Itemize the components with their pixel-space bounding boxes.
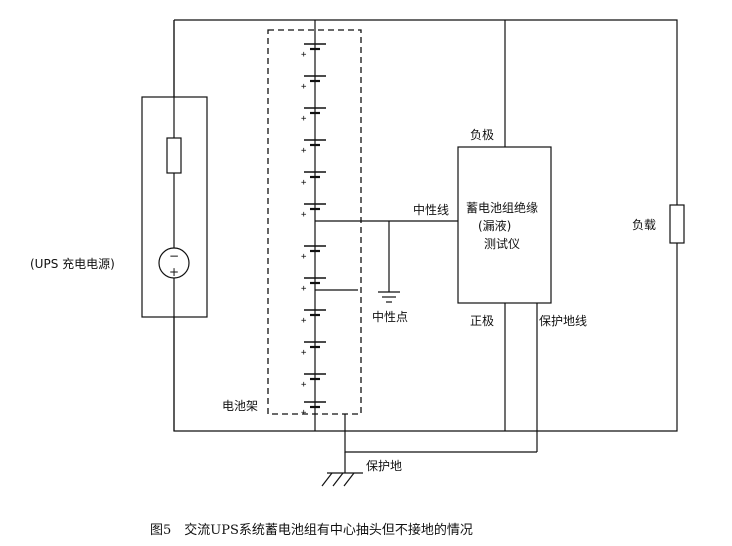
tester-label-3: 测试仪 bbox=[484, 236, 520, 251]
load-label: 负载 bbox=[632, 218, 656, 232]
ups-label: (UPS 充电电源) bbox=[30, 256, 115, 271]
battery-cell-plus-mark: + bbox=[301, 210, 307, 220]
source-plus: + bbox=[169, 265, 179, 279]
neutral-ground-icon bbox=[378, 291, 400, 303]
ups-resistor bbox=[166, 137, 182, 174]
top-wire bbox=[173, 19, 678, 432]
battery-cell-plus-mark: + bbox=[301, 82, 307, 92]
battery-cell-plus-mark: + bbox=[301, 408, 307, 418]
pos-pole-label: 正极 bbox=[470, 314, 494, 328]
load-resistor bbox=[669, 204, 685, 244]
battery-cell-plus-mark: + bbox=[301, 380, 307, 390]
protect-ground-wire bbox=[344, 414, 537, 453]
battery-cell-plus-mark: + bbox=[301, 50, 307, 60]
battery-cell-plus-mark: + bbox=[301, 146, 307, 156]
battery-cell-plus-mark: + bbox=[301, 316, 307, 326]
protect-ground-line-label: 保护地线 bbox=[539, 314, 587, 328]
tester-label-2: (漏液) bbox=[478, 218, 511, 233]
neutral-point-label: 中性点 bbox=[372, 309, 408, 324]
protect-ground-icon bbox=[321, 472, 363, 487]
battery-cell-plus-mark: + bbox=[301, 252, 307, 262]
battery-cells: + + + + + + + + + + + + bbox=[301, 43, 326, 418]
tester-box bbox=[457, 146, 552, 304]
battery-cell-plus-mark: + bbox=[301, 348, 307, 358]
battery-cell-plus-mark: + bbox=[301, 114, 307, 124]
rack-label: 电池架 bbox=[222, 399, 258, 413]
battery-cell-plus-mark: + bbox=[301, 284, 307, 294]
figure-caption: 图5 交流UPS系统蓄电池组有中心抽头但不接地的情况 bbox=[150, 522, 473, 538]
neutral-line-label: 中性线 bbox=[413, 202, 449, 217]
source-minus: − bbox=[169, 249, 179, 263]
neg-pole-label: 负极 bbox=[470, 128, 494, 142]
battery-cell-plus-mark: + bbox=[301, 178, 307, 188]
tester-label-1: 蓄电池组绝缘 bbox=[466, 200, 538, 215]
protect-ground-label: 保护地 bbox=[366, 459, 402, 473]
